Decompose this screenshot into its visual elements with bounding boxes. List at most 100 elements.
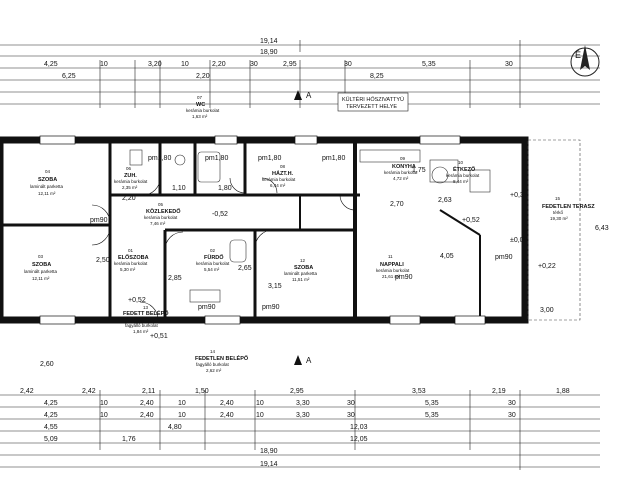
room-03: 03 SZOBA laminált parketta 12,11 m² bbox=[24, 254, 58, 281]
svg-text:6,43: 6,43 bbox=[595, 225, 609, 232]
svg-text:kerámia burkolat: kerámia burkolat bbox=[376, 268, 410, 273]
level-2: +0,52 bbox=[128, 297, 146, 304]
svg-text:pm1,80: pm1,80 bbox=[148, 155, 171, 162]
svg-text:2,65: 2,65 bbox=[238, 265, 252, 272]
room-01: 01 ELŐSZOBA kerámia burkolat 5,30 m² bbox=[114, 248, 149, 272]
svg-text:2,95: 2,95 bbox=[290, 388, 304, 395]
svg-text:12,11 m²: 12,11 m² bbox=[32, 276, 50, 281]
level-marks: -0,52 +0,52 +0,52 ±0,00 +0,51 +0,22 +0,3… bbox=[128, 192, 556, 340]
svg-text:3,30: 3,30 bbox=[296, 400, 310, 407]
svg-text:2,42: 2,42 bbox=[82, 388, 96, 395]
svg-text:3,00: 3,00 bbox=[540, 307, 554, 314]
svg-text:kerámia burkolat: kerámia burkolat bbox=[114, 179, 148, 184]
room-15: 15 FEDETLEN TERASZ térkő 19,30 m² bbox=[542, 196, 595, 221]
svg-text:1,63 m²: 1,63 m² bbox=[192, 114, 208, 119]
svg-text:8,44 m²: 8,44 m² bbox=[453, 179, 469, 184]
svg-text:kerámia burkolat: kerámia burkolat bbox=[114, 261, 148, 266]
svg-text:14: 14 bbox=[210, 349, 216, 354]
svg-text:2,62 m²: 2,62 m² bbox=[206, 368, 222, 373]
svg-text:2,20: 2,20 bbox=[122, 195, 136, 202]
svg-text:18,90: 18,90 bbox=[260, 448, 278, 455]
svg-text:pm1,80: pm1,80 bbox=[205, 155, 228, 162]
svg-text:FEDETT BELÉPŐ: FEDETT BELÉPŐ bbox=[123, 309, 169, 317]
svg-text:12: 12 bbox=[300, 258, 306, 263]
svg-text:1,76: 1,76 bbox=[122, 436, 136, 443]
svg-text:kerámia burkolat: kerámia burkolat bbox=[262, 177, 296, 182]
room-13: 13 FEDETT BELÉPŐ fagyálló burkolat 1,84 … bbox=[123, 305, 169, 334]
svg-text:1,50: 1,50 bbox=[195, 388, 209, 395]
svg-text:3,15: 3,15 bbox=[268, 283, 282, 290]
svg-text:09: 09 bbox=[400, 156, 406, 161]
svg-text:30: 30 bbox=[347, 400, 355, 407]
svg-text:06: 06 bbox=[126, 166, 132, 171]
svg-text:2,11: 2,11 bbox=[142, 388, 155, 395]
svg-text:1,80: 1,80 bbox=[218, 185, 232, 192]
svg-text:02: 02 bbox=[210, 248, 216, 253]
svg-text:12,03: 12,03 bbox=[350, 424, 368, 431]
svg-text:10: 10 bbox=[178, 400, 186, 407]
svg-text:NAPPALI: NAPPALI bbox=[380, 262, 404, 268]
svg-text:laminált parketta: laminált parketta bbox=[284, 271, 318, 276]
svg-text:ELŐSZOBA: ELŐSZOBA bbox=[118, 254, 149, 261]
north-mark: É bbox=[575, 50, 581, 60]
svg-text:KÖZLEKEDŐ: KÖZLEKEDŐ bbox=[146, 208, 181, 215]
svg-text:04: 04 bbox=[45, 169, 51, 174]
svg-text:2,50: 2,50 bbox=[96, 257, 110, 264]
svg-text:11,51 m²: 11,51 m² bbox=[292, 277, 310, 282]
svg-text:4,72 m²: 4,72 m² bbox=[393, 176, 409, 181]
room-06: 06 ZUH. kerámia burkolat 2,35 m² bbox=[114, 166, 148, 190]
svg-text:05: 05 bbox=[158, 202, 164, 207]
dim-top-r2-2: 2,20 bbox=[196, 73, 210, 80]
svg-text:KONYHA: KONYHA bbox=[392, 164, 416, 170]
dim-top-r2-3: 8,25 bbox=[370, 73, 384, 80]
svg-text:pm90: pm90 bbox=[262, 304, 280, 311]
svg-text:térkő: térkő bbox=[553, 210, 564, 215]
svg-text:1,88: 1,88 bbox=[556, 388, 570, 395]
terrace-outline bbox=[527, 139, 581, 321]
svg-text:30: 30 bbox=[508, 400, 516, 407]
svg-text:ÉTKEZŐ: ÉTKEZŐ bbox=[453, 165, 476, 173]
svg-text:pm90: pm90 bbox=[495, 254, 513, 261]
svg-text:1,75: 1,75 bbox=[412, 167, 426, 174]
svg-text:5,30 m²: 5,30 m² bbox=[120, 267, 136, 272]
svg-text:2,35 m²: 2,35 m² bbox=[122, 185, 138, 190]
dim-top-r1-3: 3,20 bbox=[148, 61, 162, 68]
svg-text:kerámia burkolat: kerámia burkolat bbox=[144, 215, 178, 220]
svg-text:2,19: 2,19 bbox=[492, 388, 506, 395]
svg-text:2,40: 2,40 bbox=[140, 412, 154, 419]
level-6: +0,22 bbox=[538, 263, 556, 270]
svg-text:30: 30 bbox=[508, 412, 516, 419]
doors bbox=[91, 177, 356, 321]
bottom-dimension-lines bbox=[0, 390, 600, 470]
dim-top-r1-9: 5,35 bbox=[422, 61, 436, 68]
svg-text:pm90: pm90 bbox=[395, 274, 413, 281]
room-07: 07 WC kerámia burkolat 1,63 m² bbox=[186, 95, 220, 119]
dim-top-r1-8: 30 bbox=[344, 61, 352, 68]
svg-text:kerámia burkolat: kerámia burkolat bbox=[186, 108, 220, 113]
svg-text:2,85: 2,85 bbox=[168, 275, 182, 282]
note-line-1: KÜLTÉRI HŐSZIVATTYÚ bbox=[342, 96, 404, 103]
svg-text:10: 10 bbox=[100, 412, 108, 419]
svg-text:SZOBA: SZOBA bbox=[38, 177, 57, 183]
overall-dim-top-1: 19,14 bbox=[260, 38, 278, 45]
svg-text:kerámia burkolat: kerámia burkolat bbox=[446, 173, 480, 178]
dim-top-r1-6: 30 bbox=[250, 61, 258, 68]
room-02: 02 FÜRDŐ kerámia burkolat 5,54 m² bbox=[196, 248, 230, 272]
north-arrow: É bbox=[570, 45, 600, 77]
windows bbox=[39, 135, 486, 325]
room-14: 14 FEDETLEN BELÉPŐ fagyálló burkolat 2,6… bbox=[195, 349, 249, 373]
room-09: 09 KONYHA kerámia burkolat 4,72 m² bbox=[384, 156, 418, 181]
top-dimension-texts: 19,14 18,90 4,25 10 3,20 10 2,20 30 2,95… bbox=[44, 38, 513, 80]
svg-text:SZOBA: SZOBA bbox=[32, 262, 51, 268]
fixtures bbox=[129, 149, 491, 303]
svg-text:12,05: 12,05 bbox=[350, 436, 368, 443]
room-labels: 04 SZOBA laminált parketta 12,11 m² 03 S… bbox=[24, 95, 595, 373]
svg-text:WC: WC bbox=[196, 102, 205, 108]
svg-text:1,84 m²: 1,84 m² bbox=[133, 329, 149, 334]
svg-text:pm1,80: pm1,80 bbox=[322, 155, 345, 162]
dim-top-r1-4: 10 bbox=[181, 61, 189, 68]
svg-text:kerámia burkolat: kerámia burkolat bbox=[196, 261, 230, 266]
note-line-2: TERVEZETT HELYE bbox=[346, 104, 397, 110]
svg-text:5,35: 5,35 bbox=[425, 400, 439, 407]
